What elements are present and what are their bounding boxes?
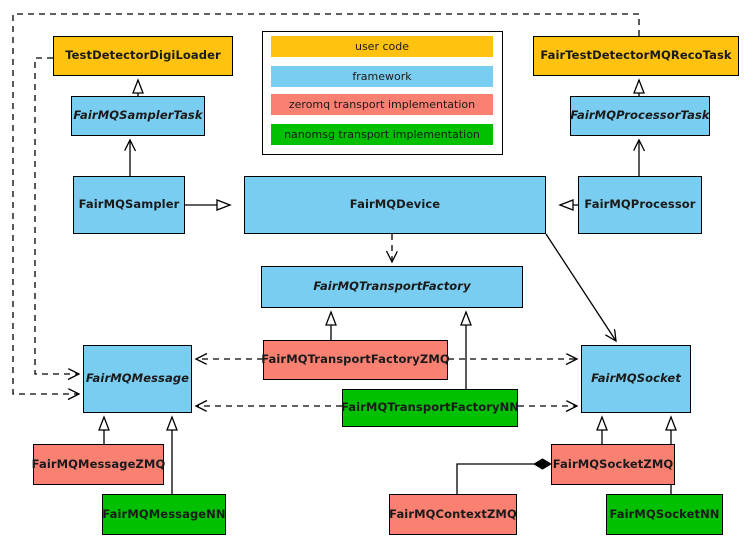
class-label: FairMQSamplerTask <box>73 108 203 123</box>
class-label: FairMQTransportFactoryNN <box>340 400 520 415</box>
class-label: FairMQProcessor <box>584 197 696 212</box>
class-node-fairmqcontextzmq[interactable]: FairMQContextZMQ <box>389 494 517 535</box>
class-label: FairMQSampler <box>78 197 180 212</box>
edge-contextzmq-to-socketzmq <box>456 458 552 494</box>
class-label: TestDetectorDigiLoader <box>65 48 221 63</box>
class-label: FairMQMessageZMQ <box>31 456 166 471</box>
class-node-fairmqsocket[interactable]: FairMQSocket <box>581 345 691 413</box>
class-label: FairMQSocket <box>591 371 681 386</box>
class-node-fairmqmessagenn[interactable]: FairMQMessageNN <box>102 494 226 535</box>
edge-recotask-to-message <box>12 13 640 394</box>
class-label: FairMQMessageNN <box>102 506 226 521</box>
class-label: FairMQSocketNN <box>609 506 720 521</box>
class-node-fairmqprocessor[interactable]: FairMQProcessor <box>578 176 702 234</box>
class-label: FairMQProcessorTask <box>570 108 710 123</box>
class-label: FairMQTransportFactoryZMQ <box>261 352 450 367</box>
class-node-fairmqsocketnn[interactable]: FairMQSocketNN <box>606 494 723 535</box>
class-node-fairmqprocessortask[interactable]: FairMQProcessorTask <box>570 96 710 136</box>
legend-item-user-code: user code <box>271 36 493 57</box>
class-node-testdetectordigiloader[interactable]: TestDetectorDigiLoader <box>53 36 233 76</box>
class-node-fairmqmessagezmq[interactable]: FairMQMessageZMQ <box>31 444 166 485</box>
class-node-fairmqmessage[interactable]: FairMQMessage <box>83 345 192 413</box>
legend-item-nanomsg: nanomsg transport implementation <box>271 124 493 145</box>
class-node-fairmqtransportfactorynn[interactable]: FairMQTransportFactoryNN <box>340 389 520 427</box>
class-label: FairMQTransportFactory <box>313 279 471 294</box>
class-node-fairmqtransportfactoryzmq[interactable]: FairMQTransportFactoryZMQ <box>261 340 450 380</box>
class-label: FairMQContextZMQ <box>389 506 517 521</box>
class-node-fairmqsocketzmq[interactable]: FairMQSocketZMQ <box>551 444 675 485</box>
legend-item-zeromq: zeromq transport implementation <box>271 94 493 115</box>
class-label: FairMQDevice <box>349 197 441 212</box>
class-label: FairMQMessage <box>85 371 190 386</box>
class-label: FairMQSocketZMQ <box>552 456 674 471</box>
legend-label-zeromq: zeromq transport implementation <box>288 98 476 111</box>
edge-device-to-socket <box>545 233 616 341</box>
class-label: FairTestDetectorMQRecoTask <box>540 48 732 63</box>
edge-digiloader-to-message <box>34 57 79 374</box>
legend-label-user-code: user code <box>354 40 410 53</box>
legend-label-framework: framework <box>352 70 412 83</box>
legend-label-nanomsg: nanomsg transport implementation <box>284 128 480 141</box>
class-node-fairmqsamplertask[interactable]: FairMQSamplerTask <box>71 96 205 136</box>
class-node-fairmqtransportfactory[interactable]: FairMQTransportFactory <box>261 266 523 308</box>
class-node-fairmqsampler[interactable]: FairMQSampler <box>73 176 185 234</box>
class-node-fairtestdetectormqrecotask[interactable]: FairTestDetectorMQRecoTask <box>533 36 739 76</box>
class-node-fairmqdevice[interactable]: FairMQDevice <box>244 176 546 234</box>
legend-item-framework: framework <box>271 66 493 87</box>
